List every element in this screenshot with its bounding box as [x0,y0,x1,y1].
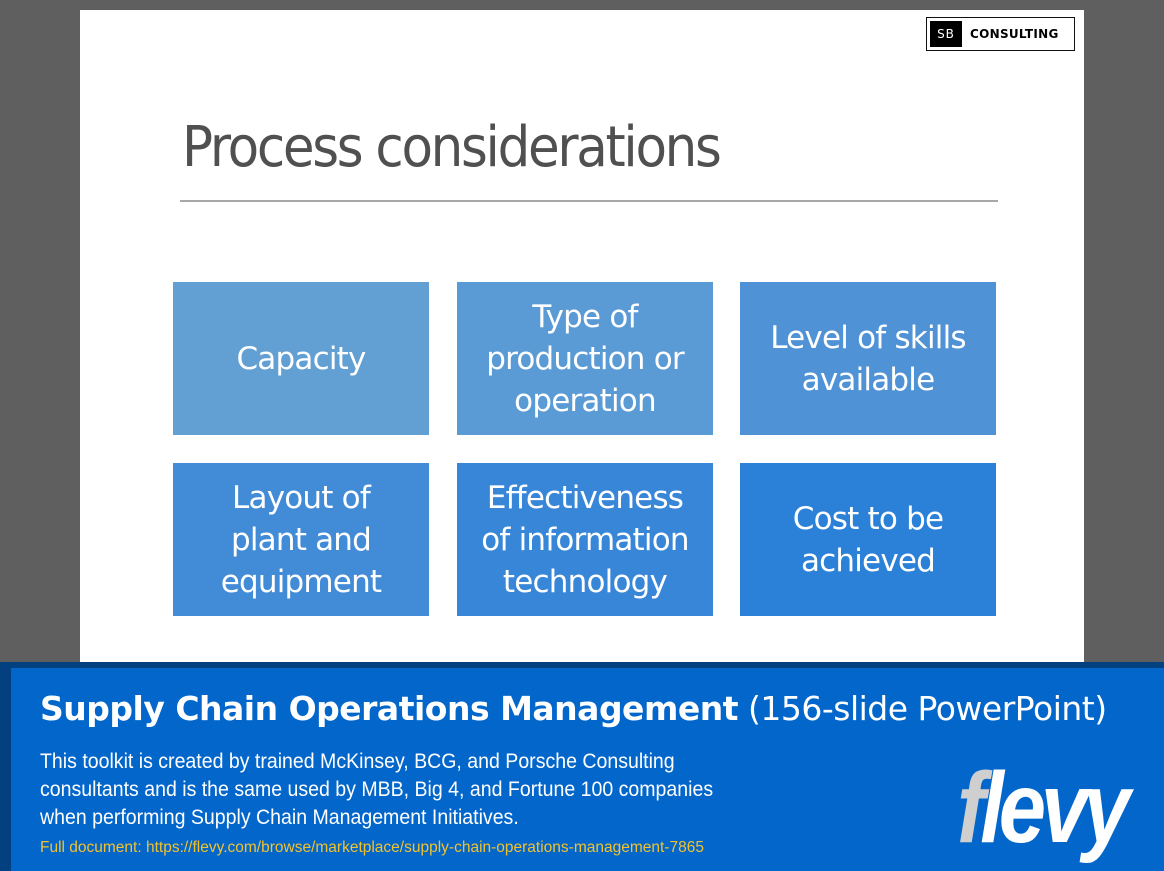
box-text: plant and [230,521,372,558]
banner-panel: Supply Chain Operations Management (156-… [11,668,1164,871]
box-text: available [801,361,936,398]
flevy-logo[interactable]: flevy [957,758,1130,858]
box-text: Cost to be [792,500,944,537]
document-subtitle: (156-slide PowerPoint) [747,689,1107,728]
slide: SB CONSULTING Process considerations Cap… [80,10,1084,662]
box-cost-to-be-achieved: Cost to be achieved [740,463,996,616]
box-text: Effectiveness [486,479,684,516]
box-text: operation [514,382,656,419]
promo-banner: Supply Chain Operations Management (156-… [0,662,1164,871]
title-divider [180,200,998,202]
box-text: achieved [800,542,936,579]
slide-title: Process considerations [182,115,722,180]
box-text: of information [481,521,689,558]
logo-mark: SB [930,21,962,47]
box-text: Capacity [236,340,366,377]
box-text: technology [502,563,668,600]
document-title: Supply Chain Operations Management [40,689,738,728]
box-text: Level of skills [770,319,966,356]
flevy-logo-rest: levy [980,752,1130,864]
box-effectiveness-of-it: Effectiveness of information technology [457,463,713,616]
box-capacity: Capacity [173,282,429,435]
flevy-logo-f: f [957,752,985,864]
logo-text: CONSULTING [970,27,1059,41]
box-text: Layout of [232,479,371,516]
banner-title: Supply Chain Operations Management (156-… [40,689,1107,728]
full-document-link[interactable]: Full document: https://flevy.com/browse/… [40,839,704,856]
box-layout-of-plant: Layout of plant and equipment [173,463,429,616]
box-type-of-production: Type of production or operation [457,282,713,435]
box-text: equipment [220,563,382,600]
box-text: Type of [532,298,638,335]
sb-consulting-logo: SB CONSULTING [926,17,1075,51]
box-level-of-skills: Level of skills available [740,282,996,435]
banner-description: This toolkit is created by trained McKin… [40,750,714,829]
box-text: production or [486,340,684,377]
